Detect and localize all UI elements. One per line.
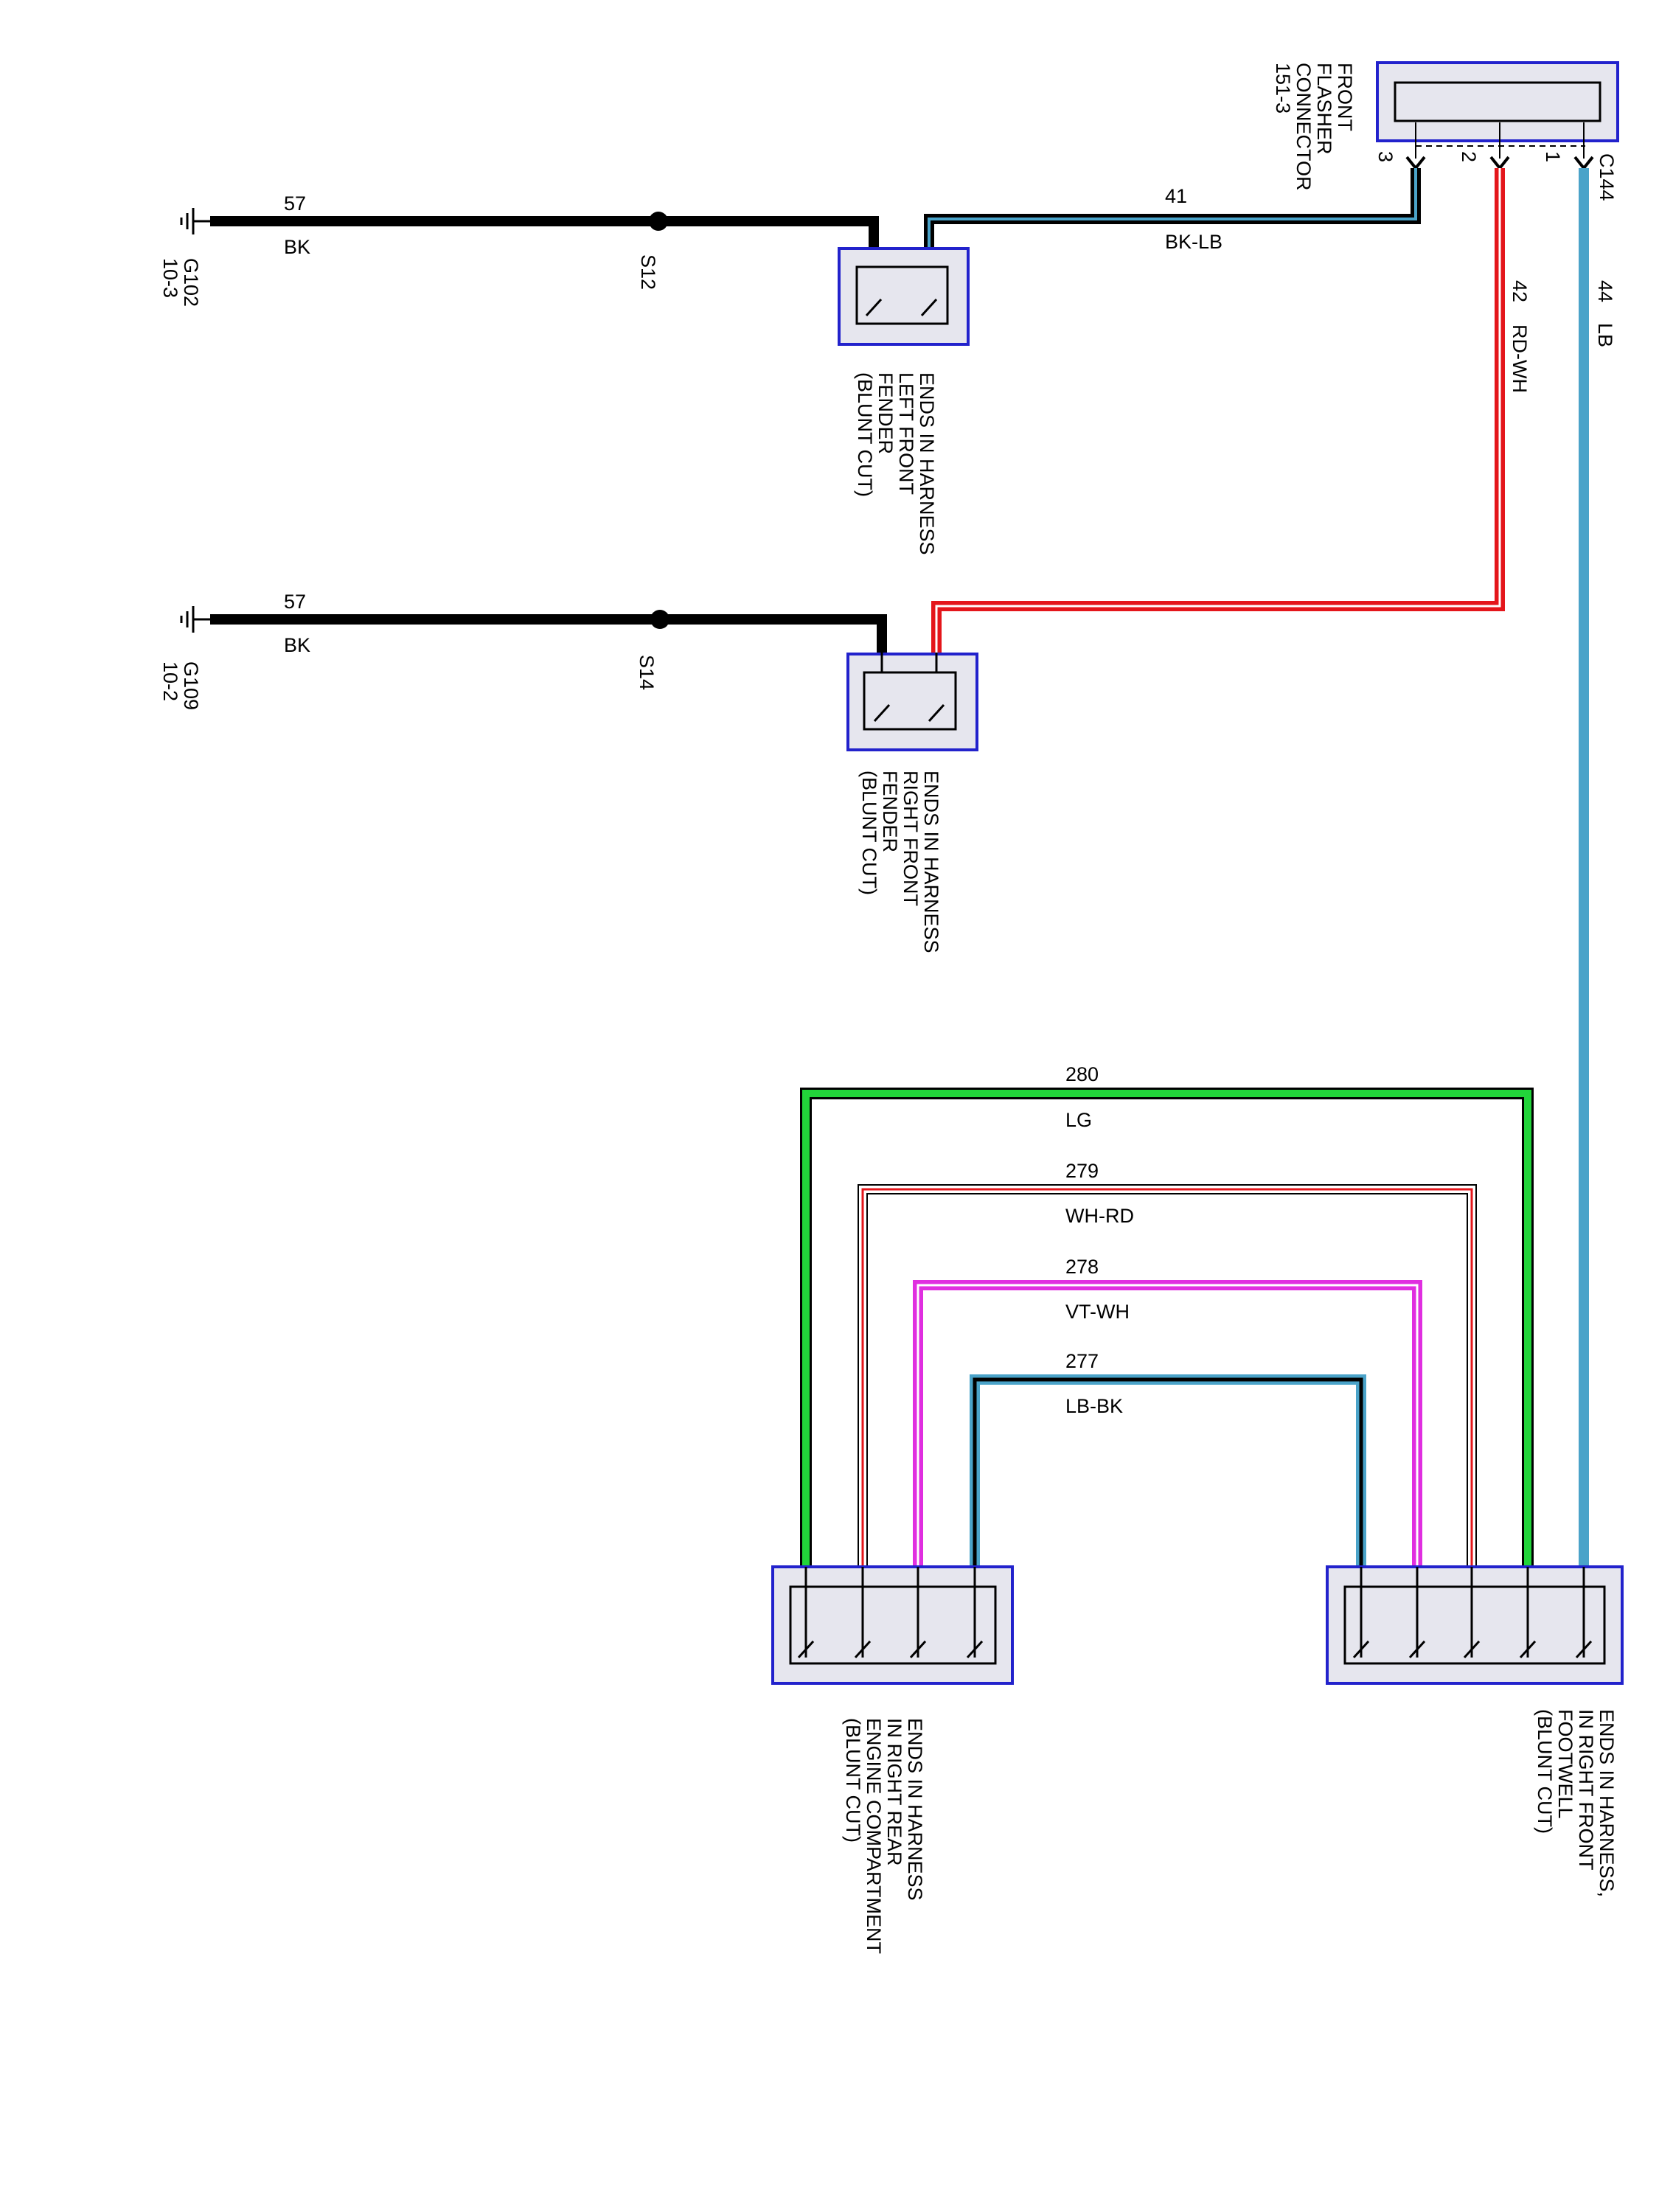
ground-g102-circuit: 57 BK S12 G102 10-3 (159, 192, 879, 307)
rf-fender-line-2: RIGHT FRONT (900, 771, 922, 906)
wire-280-number: 280 (1065, 1063, 1099, 1085)
wire-277-color: LB-BK (1065, 1395, 1123, 1417)
wire-278: 278 VT-WH (913, 1256, 1422, 1567)
wire-44-number: 44 (1594, 280, 1616, 302)
pin-1-label: 1 (1542, 151, 1564, 162)
wire-41: 41 BK-LB (924, 168, 1421, 269)
rr-engine-line-1: ENDS IN HARNESS (904, 1718, 926, 1901)
rf-fender-line-3: FENDER (879, 771, 901, 852)
ground-icon (180, 606, 210, 633)
ground-g102-ref: 10-3 (159, 258, 181, 298)
wire-279: 279 WH-RD (858, 1160, 1477, 1567)
connector-id-label: C144 (1596, 153, 1618, 201)
harness-end-right-front-footwell: ENDS IN HARNESS, IN RIGHT FRONT FOOTWELL… (1326, 1565, 1624, 1897)
splice-s14 (650, 610, 669, 629)
wire-280-color: LG (1065, 1109, 1092, 1131)
ground-icon (180, 208, 210, 234)
ground-g109-id: G109 (180, 661, 202, 710)
rf-footwell-line-3: FOOTWELL (1554, 1709, 1576, 1819)
flasher-label-line-1: FRONT (1334, 63, 1356, 131)
wire-44-color: LB (1594, 323, 1616, 347)
rf-footwell-line-4: (BLUNT CUT) (1534, 1709, 1556, 1834)
lf-fender-line-4: (BLUNT CUT) (854, 372, 876, 497)
wire-44: 44 LB (1579, 168, 1616, 1567)
wire-278-number: 278 (1065, 1256, 1099, 1278)
wire-42: 42 RD-WH (931, 168, 1531, 653)
ground-g102-id: G102 (180, 258, 202, 307)
lf-fender-line-2: LEFT FRONT (895, 372, 917, 495)
wire-57-mid-number: 57 (284, 591, 306, 613)
wire-277-number: 277 (1065, 1350, 1099, 1372)
rf-fender-line-1: ENDS IN HARNESS (920, 771, 942, 953)
rf-footwell-line-2: IN RIGHT FRONT (1575, 1709, 1597, 1871)
flasher-label-line-2: FLASHER (1313, 63, 1335, 155)
rf-footwell-line-1: ENDS IN HARNESS, (1596, 1709, 1618, 1897)
pin-3-label: 3 (1374, 151, 1397, 162)
ground-g109-ref: 10-2 (159, 661, 181, 701)
ground-g109-circuit: 57 BK S14 G109 10-2 (159, 591, 887, 710)
wire-278-color: VT-WH (1065, 1301, 1130, 1323)
harness-end-right-rear-engine: ENDS IN HARNESS IN RIGHT REAR ENGINE COM… (771, 1565, 1014, 1954)
lf-fender-line-1: ENDS IN HARNESS (916, 372, 938, 555)
wire-42-number: 42 (1509, 280, 1531, 302)
rr-engine-line-4: (BLUNT CUT) (842, 1718, 864, 1843)
wire-57-top-color: BK (284, 236, 310, 258)
wire-41-color: BK-LB (1165, 231, 1222, 253)
wire-41-number: 41 (1165, 185, 1187, 207)
wire-280: 280 LG (800, 1063, 1534, 1567)
splice-s12 (649, 212, 668, 231)
flasher-label-line-3: CONNECTOR (1293, 63, 1315, 191)
harness-end-left-front-fender: ENDS IN HARNESS LEFT FRONT FENDER (BLUNT… (838, 247, 970, 555)
front-flasher-connector: 3 2 1 C144 FRONT FLASHER CONNECTOR 151-3 (1272, 61, 1619, 201)
harness-end-right-front-fender: ENDS IN HARNESS RIGHT FRONT FENDER (BLUN… (846, 653, 978, 953)
wire-279-number: 279 (1065, 1160, 1099, 1182)
rf-fender-line-4: (BLUNT CUT) (858, 771, 880, 895)
wire-57-top-number: 57 (284, 192, 306, 215)
wire-57-mid-color: BK (284, 634, 310, 656)
flasher-label-line-4: 151-3 (1272, 63, 1294, 114)
pin-2-label: 2 (1458, 151, 1480, 162)
splice-s12-label: S12 (637, 254, 659, 290)
wire-279-color: WH-RD (1065, 1205, 1134, 1227)
wire-42-color: RD-WH (1509, 324, 1531, 393)
rr-engine-line-2: IN RIGHT REAR (883, 1718, 905, 1866)
splice-s14-label: S14 (636, 655, 658, 690)
rr-engine-line-3: ENGINE COMPARTMENT (863, 1718, 885, 1954)
wire-277: 277 LB-BK (970, 1350, 1366, 1567)
lf-fender-line-3: FENDER (874, 372, 897, 454)
